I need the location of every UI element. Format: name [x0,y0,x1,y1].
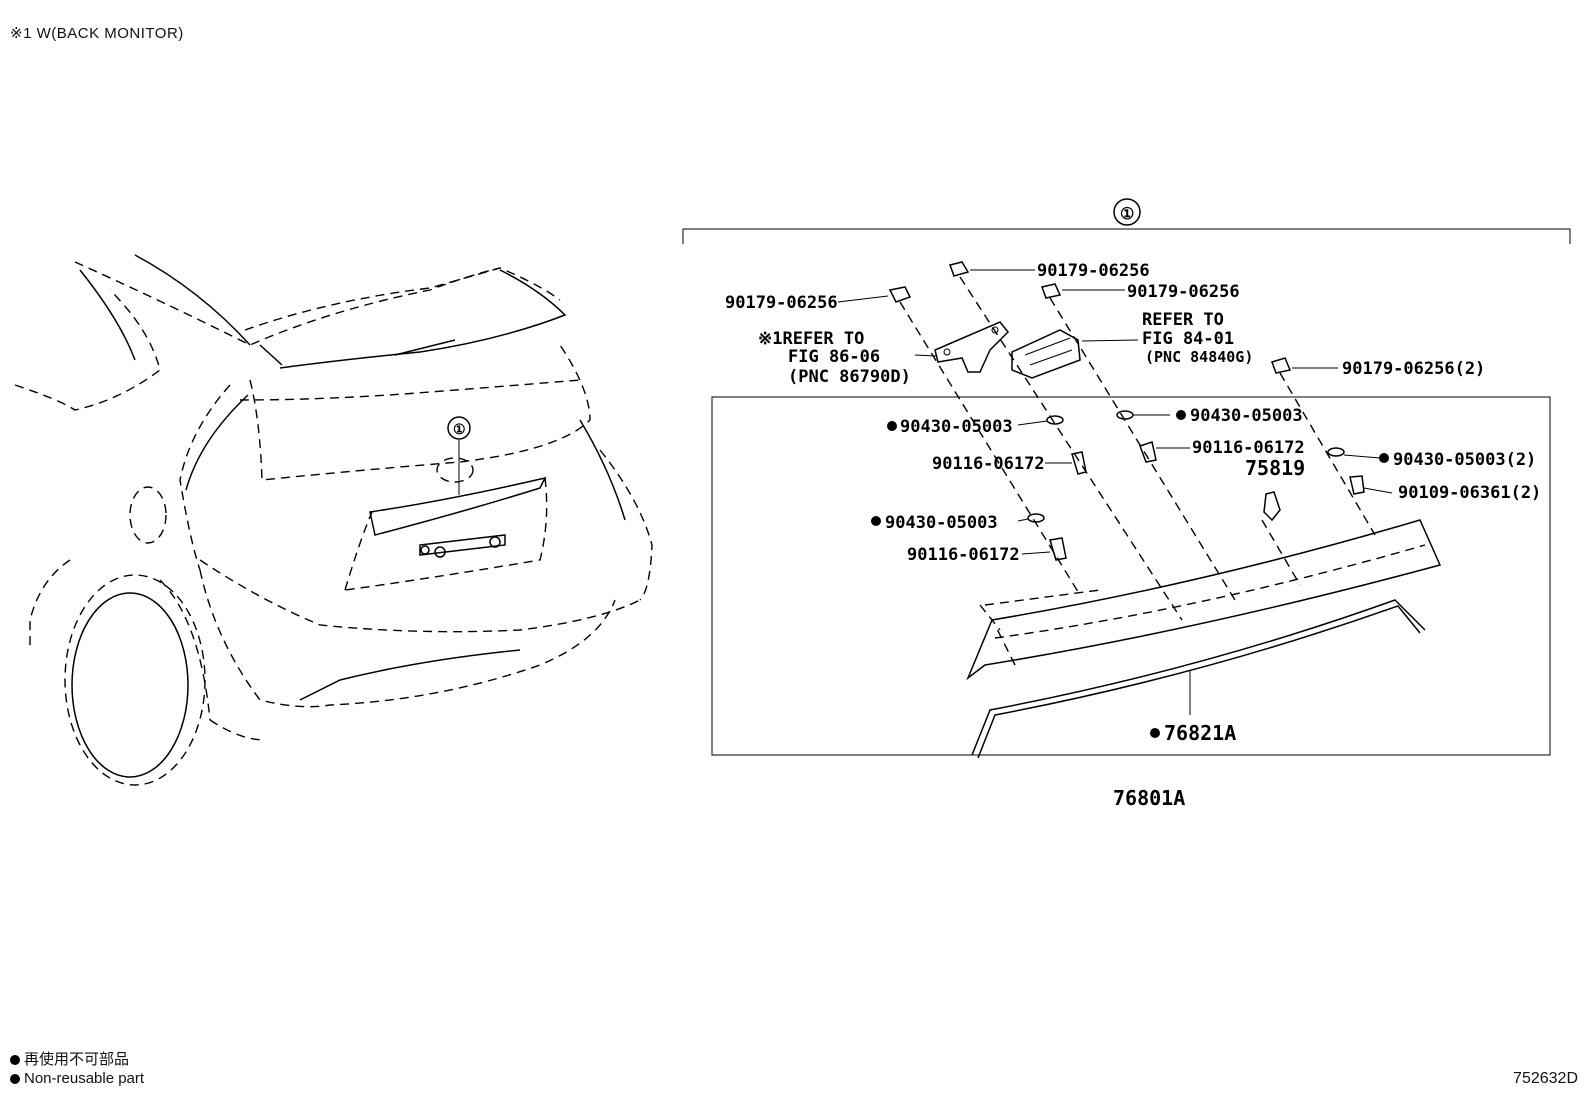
label-90430-d: 90430-05003 [885,513,998,533]
label-90179-d: 90179-06256(2) [1342,359,1485,379]
label-90430-c: 90430-05003(2) [1393,450,1536,470]
assembly-bracket: ① [682,198,1571,756]
label-90430-a: 90430-05003 [900,417,1013,437]
leader-lines [837,269,1393,555]
figure-id: 752632D [1513,1070,1578,1087]
legend-jp-text: 再使用不可部品 [24,1051,130,1068]
refer1-line1: ※1REFER TO [758,329,864,349]
bullet-icon [10,1074,20,1084]
car-callout-circle [447,416,471,440]
legend-en-text: Non-reusable part [24,1070,145,1087]
refer1-line2: FIG 86-06 [788,347,880,367]
label-90179-a: 90179-06256 [725,293,838,313]
variant-note: ※1 W(BACK MONITOR) [10,25,184,42]
refer1-line3: (PNC 86790D) [788,367,911,387]
part-labels: 90179-06256 90179-06256 90179-06256 9017… [725,261,1541,810]
refer2-line1: REFER TO [1142,310,1224,330]
assembly-index: ① [1120,204,1134,223]
label-76821a: 76821A [1164,721,1236,745]
car-callout-index: ① [453,422,466,438]
label-90179-c: 90179-06256 [1127,282,1240,302]
refer2-line3: (PNC 84840G) [1145,348,1253,366]
fasteners [888,261,1365,561]
label-76801a: 76801A [1113,786,1185,810]
legend-english: Non-reusable part [10,1070,144,1087]
vehicle-rear-illustration: ① [14,254,653,786]
label-90179-b: 90179-06256 [1037,261,1150,281]
bullet-icon [10,1055,20,1065]
label-90430-b: 90430-05003 [1190,406,1303,426]
label-75819: 75819 [1245,456,1305,480]
label-90109: 90109-06361(2) [1398,483,1541,503]
assembly-lines [899,276,1376,621]
refer2-line2: FIG 84-01 [1142,329,1234,349]
label-90116-b: 90116-06172 [1192,438,1305,458]
garnish-box [711,396,1551,756]
label-90116-c: 90116-06172 [907,545,1020,565]
garnish-part [966,519,1442,759]
legend-japanese: 再使用不可部品 [10,1048,129,1069]
non-reusable-markers [871,410,1389,738]
label-90116-a: 90116-06172 [932,454,1045,474]
